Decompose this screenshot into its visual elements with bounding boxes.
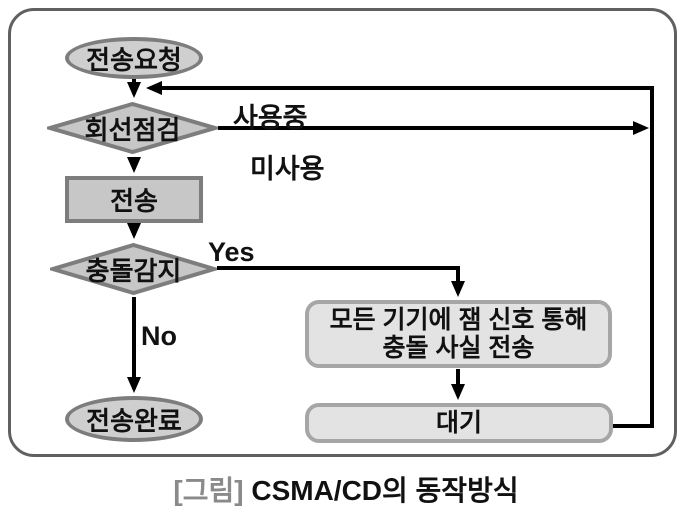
node-jam-signal: 모든 기기에 잼 신호 통해 충돌 사실 전송 (305, 300, 612, 368)
jam-signal-line2: 충돌 사실 전송 (382, 334, 535, 362)
node-transmit: 전송 (65, 176, 203, 223)
edge-label-busy: 사용중 (233, 103, 308, 133)
node-wait-label: 대기 (435, 409, 482, 437)
edge-label-yes: Yes (208, 237, 255, 267)
caption-prefix: [그림] (173, 475, 244, 506)
edge-label-no: No (141, 321, 177, 351)
edge-label-idle: 미사용 (250, 154, 325, 184)
node-wait: 대기 (305, 403, 613, 443)
diamond-shape (50, 242, 217, 296)
node-collision-detect: 충돌감지 (50, 242, 217, 296)
node-transmit-label: 전송 (110, 186, 158, 216)
node-start: 전송요청 (65, 37, 203, 79)
node-collision-detect-label: 충돌감지 (85, 255, 182, 286)
jam-signal-line1: 모든 기기에 잼 신호 통해 (329, 306, 588, 334)
node-complete: 전송완료 (65, 396, 203, 442)
node-complete-label: 전송완료 (86, 405, 182, 436)
node-jam-signal-label: 모든 기기에 잼 신호 통해 충돌 사실 전송 (330, 306, 588, 362)
figure-caption: [그림] CSMA/CD의 동작방식 (0, 469, 692, 509)
node-line-check: 회선점검 (47, 101, 218, 155)
node-start-label: 전송요청 (86, 44, 182, 75)
caption-title: CSMA/CD의 동작방식 (251, 475, 519, 506)
node-line-check-label: 회선점검 (84, 114, 181, 145)
diamond-shape (47, 101, 218, 155)
